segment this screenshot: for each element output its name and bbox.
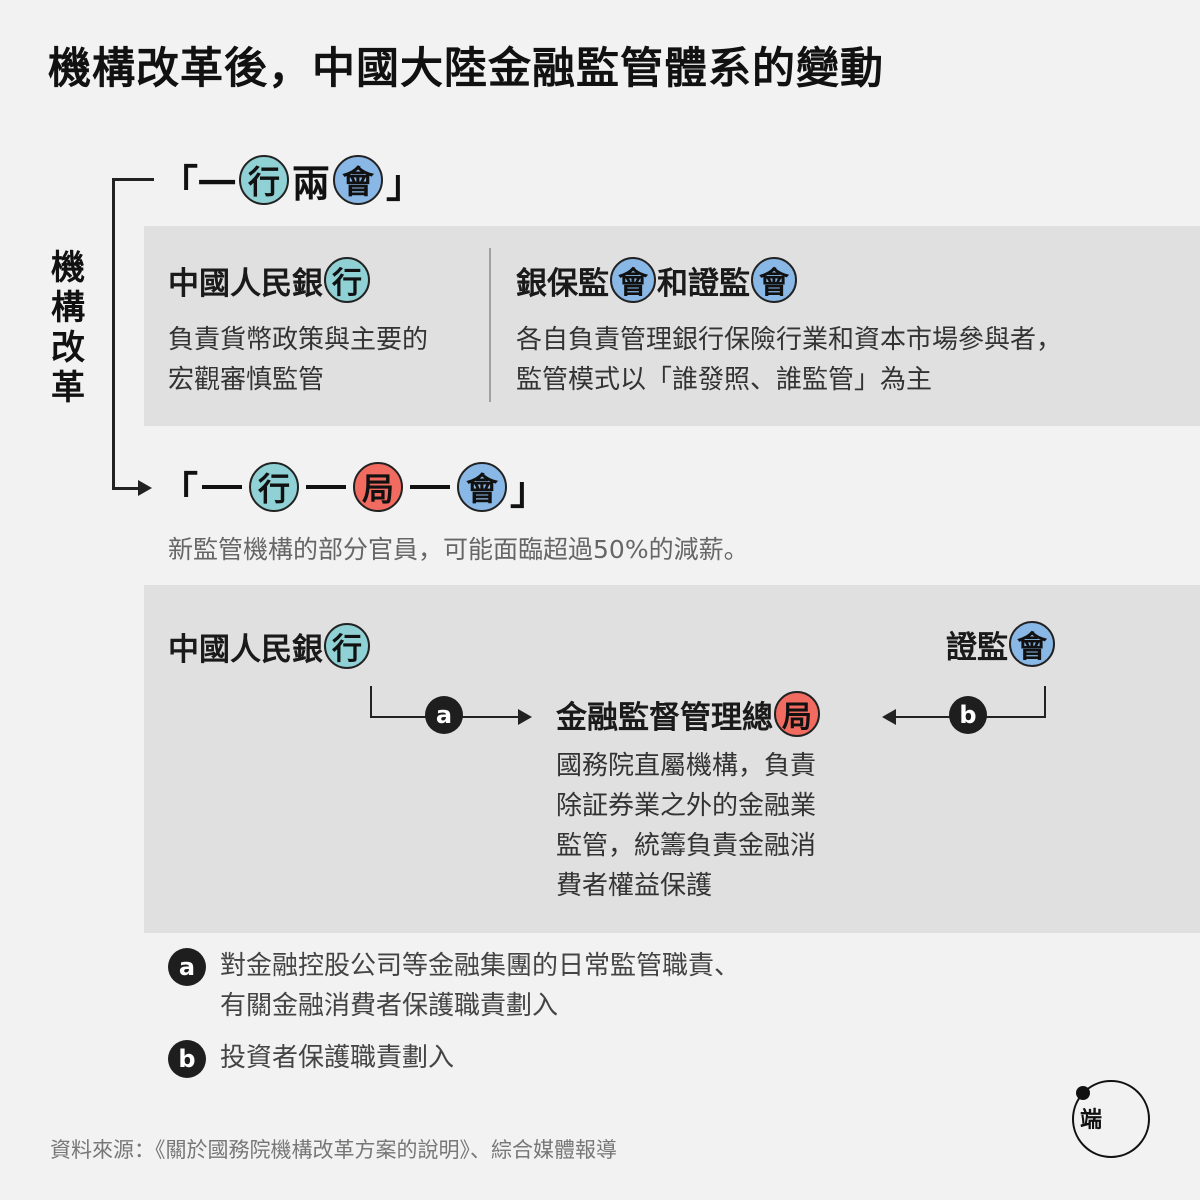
circle-hui-icon: 會 — [457, 462, 508, 512]
arrow-right-icon — [518, 709, 532, 725]
footnote-line: 投資者保護職責劃入 — [220, 1043, 455, 1073]
pboc-desc: 負責貨幣政策與主要的 宏觀審慎監管 — [168, 320, 428, 400]
logo-dot-icon — [1076, 1086, 1090, 1100]
footnote-b: b 投資者保護職責劃入 — [168, 1038, 454, 1078]
footnote-badge-a: a — [168, 948, 206, 986]
regulators-desc: 各自負責管理銀行保險行業和資本市場參與者， 監管模式以「誰發照、誰監管」為主 — [516, 320, 1062, 400]
footnote-a-text: 對金融控股公司等金融集團的日常監管職責、 有關金融消費者保護職責劃入 — [220, 946, 740, 1026]
desc-line: 監管，統籌負責金融消 — [556, 831, 817, 861]
pboc-title-text: 中國人民銀 — [168, 265, 323, 302]
badge-a: a — [425, 696, 463, 734]
bracket-arrow-icon — [138, 480, 152, 496]
desc-line: 除証券業之外的金融業 — [556, 791, 817, 821]
dash-line — [202, 485, 243, 489]
desc-line: 宏觀審慎監管 — [168, 365, 325, 395]
connector-a-horizontal — [462, 716, 520, 718]
side-label-char: 革 — [51, 368, 85, 408]
open-bracket: 「 — [160, 468, 199, 513]
salary-note: 新監管機構的部分官員，可能面臨超過50%的減薪。 — [168, 535, 749, 564]
page-title: 機構改革後，中國大陸金融監管體系的變動 — [48, 44, 884, 94]
footnote-badge-b: b — [168, 1040, 206, 1078]
before-panel — [144, 226, 1200, 426]
circle-hang-icon: 行 — [249, 462, 300, 512]
logo-icon — [1072, 1080, 1150, 1158]
nfra-title: 金融監督管理總 局 — [556, 688, 821, 740]
circle-hang-icon: 行 — [324, 623, 370, 669]
after-pboc-title: 中國人民銀 行 — [168, 620, 371, 672]
nfra-desc: 國務院直屬機構，負責 除証券業之外的金融業 監管，統籌負責金融消 費者權益保護 — [556, 746, 816, 906]
connector-b-horizontal — [894, 716, 952, 718]
panel-divider — [489, 248, 491, 402]
csrc-title-text: 證監 — [946, 629, 1008, 666]
footnote-a: a 對金融控股公司等金融集團的日常監管職責、 有關金融消費者保護職責劃入 — [168, 946, 740, 1026]
after-heading: 「 行 局 會 」 — [160, 459, 548, 515]
circle-hui-icon: 會 — [333, 155, 384, 205]
connector-a-vertical — [370, 686, 372, 718]
side-label-char: 改 — [51, 328, 85, 368]
heading-char: 兩 — [292, 161, 331, 206]
source-note: 資料來源：《關於國務院機構改革方案的說明》、綜合媒體報導 — [50, 1138, 617, 1162]
csrc-title: 證監 會 — [946, 618, 1056, 670]
regulators-title: 銀保監 會 和證監 會 — [516, 254, 798, 306]
bracket-top-line — [112, 178, 154, 181]
dash-line — [306, 485, 347, 489]
circle-ju-icon: 局 — [774, 691, 820, 737]
desc-line: 國務院直屬機構，負責 — [556, 751, 817, 781]
arrow-left-icon — [882, 709, 896, 725]
desc-line: 各自負責管理銀行保險行業和資本市場參與者， — [516, 325, 1063, 355]
connector-a-horizontal — [370, 716, 430, 718]
footnote-b-text: 投資者保護職責劃入 — [220, 1038, 454, 1078]
bracket-vertical-line — [112, 178, 115, 490]
side-label-char: 構 — [51, 288, 85, 328]
desc-line: 負責貨幣政策與主要的 — [168, 325, 429, 355]
side-label-char: 機 — [51, 248, 85, 288]
circle-hang-icon: 行 — [324, 257, 370, 303]
close-bracket: 」 — [386, 161, 425, 206]
bracket-bottom-line — [112, 487, 140, 490]
desc-line: 監管模式以「誰發照、誰監管」為主 — [516, 365, 933, 395]
footnote-line: 對金融控股公司等金融集團的日常監管職責、 — [220, 951, 741, 981]
desc-line: 費者權益保護 — [556, 871, 713, 901]
dash-line — [410, 485, 451, 489]
heading-char: 一 — [198, 161, 237, 206]
close-bracket: 」 — [510, 468, 549, 513]
before-heading: 「 一 行 兩 會 」 — [160, 152, 424, 208]
open-bracket: 「 — [160, 161, 199, 206]
circle-hui-icon: 會 — [610, 257, 656, 303]
connector-b-horizontal — [986, 716, 1046, 718]
badge-b: b — [949, 696, 987, 734]
circle-hui-icon: 會 — [751, 257, 797, 303]
footnote-line: 有關金融消費者保護職責劃入 — [220, 991, 559, 1021]
regulators-title-text: 和證監 — [657, 265, 750, 302]
side-label: 機 構 改 革 — [46, 248, 90, 408]
circle-hang-icon: 行 — [239, 155, 290, 205]
nfra-title-text: 金融監督管理總 — [556, 699, 773, 736]
connector-b-vertical — [1044, 686, 1046, 718]
circle-hui-icon: 會 — [1009, 621, 1055, 667]
circle-ju-icon: 局 — [353, 462, 404, 512]
regulators-title-text: 銀保監 — [516, 265, 609, 302]
logo-text: 端 — [1080, 1108, 1105, 1133]
pboc-title: 中國人民銀 行 — [168, 254, 371, 306]
after-pboc-title-text: 中國人民銀 — [168, 631, 323, 668]
